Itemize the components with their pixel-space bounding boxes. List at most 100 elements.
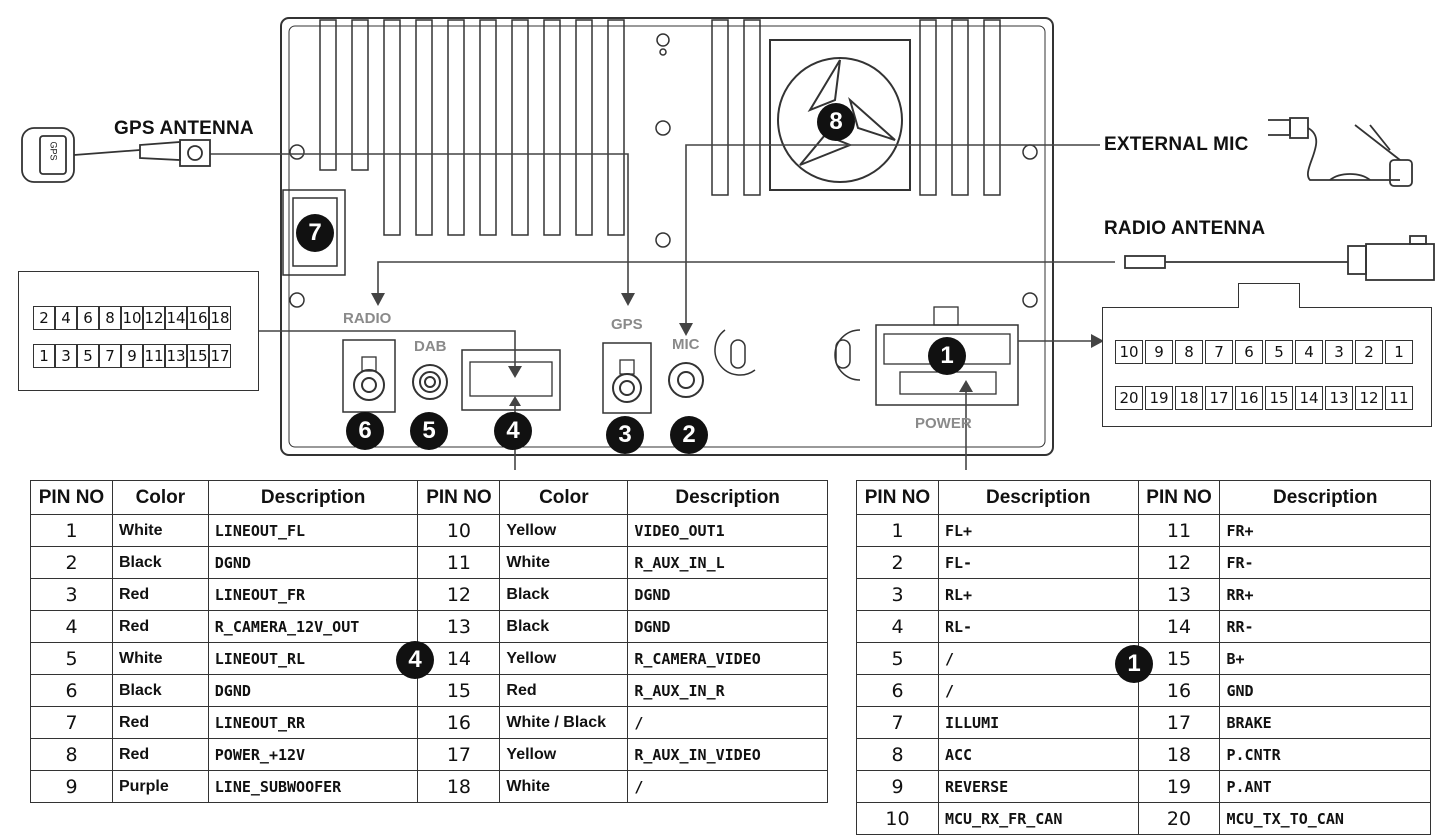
header-description: Description xyxy=(627,480,828,515)
header-pin-no: PIN NO xyxy=(30,480,113,515)
pin-number-cell: 12 xyxy=(1137,546,1221,579)
badge-6: 6 xyxy=(346,412,384,450)
badge-2: 2 xyxy=(670,416,708,454)
pin-number-cell: 10 xyxy=(856,802,939,835)
head-unit-chassis xyxy=(280,17,1054,456)
header-description: Description xyxy=(937,480,1139,515)
pin-cell: 19 xyxy=(1145,386,1173,410)
badge-7: 7 xyxy=(296,214,334,252)
gps-antenna-puck xyxy=(21,127,211,183)
pin-description-cell: DGND xyxy=(207,546,419,579)
pin-cell: 15 xyxy=(1265,386,1293,410)
power-connector-label: POWER xyxy=(915,415,972,432)
external-mic-drawing xyxy=(1268,117,1413,187)
pin-description-cell: R_AUX_IN_VIDEO xyxy=(627,738,828,771)
pin-cell: 16 xyxy=(187,306,209,330)
pin-number-cell: 3 xyxy=(856,578,939,611)
pin-description-cell: RL- xyxy=(937,610,1139,643)
wire-color-cell: Yellow xyxy=(499,642,629,675)
header-pin-no: PIN NO xyxy=(417,480,501,515)
wire-color-cell: Red xyxy=(499,674,629,707)
pin-number-cell: 8 xyxy=(30,738,113,771)
heatsink-fins xyxy=(319,19,1001,236)
pin-description-cell: / xyxy=(627,706,828,739)
pin-cell: 17 xyxy=(1205,386,1233,410)
pin-number-cell: 8 xyxy=(856,738,939,771)
pin-cell: 3 xyxy=(55,344,77,368)
pin-number-cell: 10 xyxy=(417,514,501,547)
wire-color-cell: Black xyxy=(111,674,209,707)
pin-number-cell: 12 xyxy=(417,578,501,611)
pin-cell: 9 xyxy=(1145,340,1173,364)
header-pin-no: PIN NO xyxy=(856,480,939,515)
header-color: Color xyxy=(499,480,629,515)
pin-description-cell: VIDEO_OUT1 xyxy=(627,514,828,547)
pin-cell: 11 xyxy=(1385,386,1413,410)
pin-description-cell: MCU_RX_FR_CAN xyxy=(937,802,1139,835)
wire-color-cell: White xyxy=(111,514,209,547)
pin-cell: 14 xyxy=(165,306,187,330)
pin-description-cell: DGND xyxy=(207,674,419,707)
pin-number-cell: 14 xyxy=(1137,610,1221,643)
pin-cell: 4 xyxy=(1295,340,1323,364)
pin-number-cell: 9 xyxy=(856,770,939,803)
pin-description-cell: LINE_SUBWOOFER xyxy=(207,770,419,803)
pin-description-cell: FR- xyxy=(1219,546,1431,579)
pin-cell: 8 xyxy=(1175,340,1203,364)
gps-puck-text: GPS xyxy=(48,141,59,161)
gps-port-label: GPS xyxy=(611,316,643,333)
pin-description-cell: RR- xyxy=(1219,610,1431,643)
wire-color-cell: Red xyxy=(111,578,209,611)
pin-description-cell: B+ xyxy=(1219,642,1431,675)
pin-number-cell: 18 xyxy=(417,770,501,803)
pin-number-cell: 13 xyxy=(1137,578,1221,611)
pin-cell: 9 xyxy=(121,344,143,368)
pin-number-cell: 5 xyxy=(30,642,113,675)
dab-port-label: DAB xyxy=(414,338,447,355)
pin-description-cell: ILLUMI xyxy=(937,706,1139,739)
badge-8: 8 xyxy=(817,103,855,141)
pin-number-cell: 20 xyxy=(1137,802,1221,835)
pin-cell: 10 xyxy=(1115,340,1143,364)
pin-cell: 1 xyxy=(1385,340,1413,364)
gps-antenna-label: GPS ANTENNA xyxy=(114,118,254,139)
wire-color-cell: Black xyxy=(499,610,629,643)
pin-description-cell: MCU_TX_TO_CAN xyxy=(1219,802,1431,835)
pin-description-cell: REVERSE xyxy=(937,770,1139,803)
pin-description-cell: P.CNTR xyxy=(1219,738,1431,771)
wire-color-cell: White / Black xyxy=(499,706,629,739)
pin-number-cell: 1 xyxy=(856,514,939,547)
wire-color-cell: Black xyxy=(499,578,629,611)
header-description: Description xyxy=(207,480,419,515)
pin-description-cell: / xyxy=(937,642,1139,675)
pin-number-cell: 2 xyxy=(856,546,939,579)
pin-number-cell: 6 xyxy=(30,674,113,707)
mic-port-label: MIC xyxy=(672,336,700,353)
pin-description-cell: DGND xyxy=(627,610,828,643)
pin-cell: 15 xyxy=(187,344,209,368)
wire-color-cell: Red xyxy=(111,738,209,771)
pin-description-cell: GND xyxy=(1219,674,1431,707)
pin-number-cell: 11 xyxy=(1137,514,1221,547)
pin-number-cell: 7 xyxy=(856,706,939,739)
badge-3: 3 xyxy=(606,416,644,454)
pin-description-cell: LINEOUT_RR xyxy=(207,706,419,739)
pin-cell: 7 xyxy=(99,344,121,368)
header-pin-no: PIN NO xyxy=(1137,480,1221,515)
wire-color-cell: Black xyxy=(111,546,209,579)
badge-4: 4 xyxy=(494,412,532,450)
pin-description-cell: DGND xyxy=(627,578,828,611)
pin-description-cell: FL- xyxy=(937,546,1139,579)
pin-cell: 5 xyxy=(1265,340,1293,364)
pin-description-cell: R_CAMERA_12V_OUT xyxy=(207,610,419,643)
pin-number-cell: 3 xyxy=(30,578,113,611)
